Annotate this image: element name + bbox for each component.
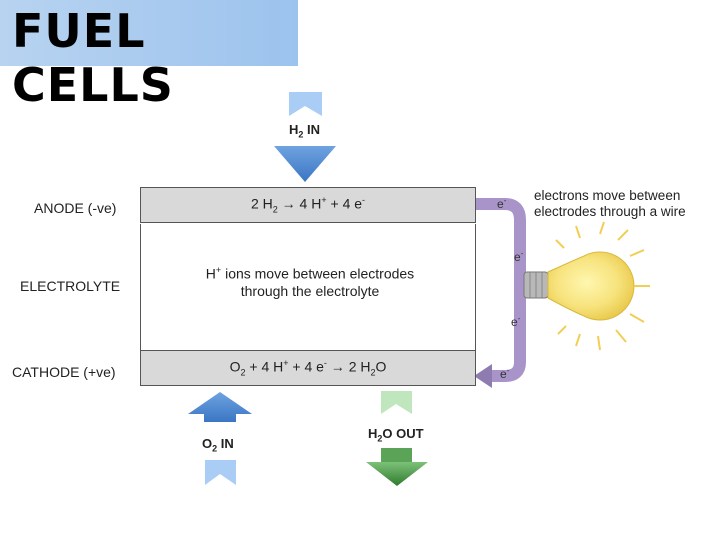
cathode-label: CATHODE (+ve) [12,364,116,380]
anode-band: 2 H2 → 4 H+ + 4 e- [140,187,476,223]
h2o-out-tail-icon [381,391,412,414]
h2o-out-label: H2O OUT [368,426,424,444]
electrolyte-region [140,224,476,350]
light-bulb-icon [523,221,650,351]
electron-wire [478,198,526,382]
h2-in-label: H2 IN [289,122,321,140]
electron-wire-arrow-icon [474,364,492,388]
anode-label: ANODE (-ve) [34,200,117,216]
o2-in-label: O2 IN [202,436,234,454]
h2-in-arrow-icon [274,146,336,182]
h2o-out-arrow-icon [366,462,428,486]
page-title: FUEL CELLS [12,4,174,112]
electrolyte-description: H+ ions move between electrodes through … [205,265,415,299]
electrolyte-label: ELECTROLYTE [20,278,121,294]
title-banner: FUEL CELLS [0,0,298,112]
o2-in-tail-icon [205,460,236,485]
anode-equation: 2 H2 → 4 H+ + 4 e- [250,195,366,215]
cathode-band: O2 + 4 H+ + 4 e- → 2 H2O [140,350,476,386]
electron-label-upper: e- [514,249,524,264]
h2-in-tail-icon [289,92,322,116]
electron-label-bottom: e- [500,366,510,381]
cathode-equation: O2 + 4 H+ + 4 e- → 2 H2O [229,358,387,378]
electron-label-lower: e- [511,314,521,329]
wire-note: electrons move between electrodes throug… [534,188,686,219]
electron-label-top: e- [497,196,507,211]
o2-in-arrow-icon [188,392,252,422]
